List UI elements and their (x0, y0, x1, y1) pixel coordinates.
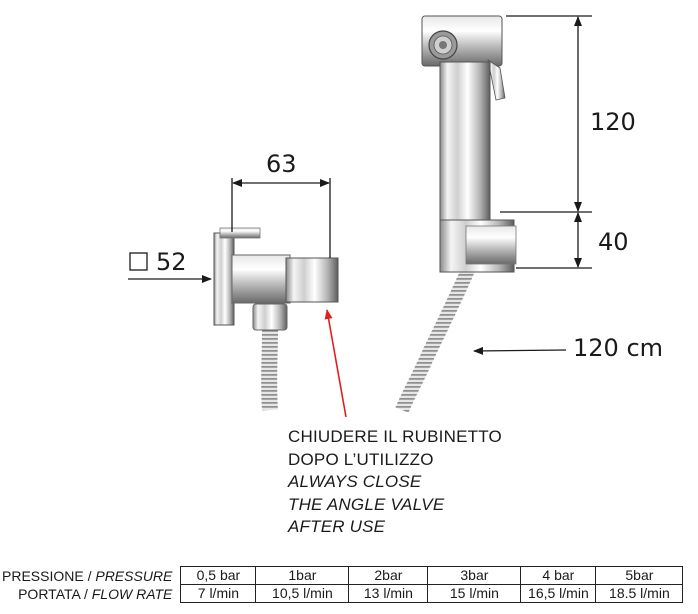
dim-52-label: 52 (156, 248, 187, 276)
flow-cell: 18.5 l/min (595, 584, 684, 603)
pressure-cell: 0,5 bar (180, 566, 257, 585)
flow-cell: 16,5 l/min (520, 584, 597, 603)
pressure-cell: 1bar (255, 566, 350, 585)
dim-63-label: 63 (266, 150, 297, 178)
shower-hose (395, 267, 475, 413)
pressure-row: PRESSIONE / PRESSURE 0,5 bar 1bar 2bar 3… (2, 566, 684, 585)
square-symbol-icon (129, 252, 148, 271)
handset-trigger (487, 59, 506, 101)
flow-cell: 13 l/min (348, 584, 429, 603)
pressure-cell: 5bar (595, 566, 684, 585)
pressure-row-label: PRESSIONE / PRESSURE (2, 567, 173, 584)
notice-line-en-1: ALWAYS CLOSE (288, 472, 422, 491)
angle-valve (213, 227, 339, 411)
flow-cell: 7 l/min (180, 584, 257, 603)
valve-handle (285, 257, 339, 303)
pressure-cell: 2bar (348, 566, 429, 585)
dim-40-label: 40 (598, 228, 629, 256)
valve-nut (252, 303, 288, 331)
flow-row-label: PORTATA / FLOW RATE (18, 585, 173, 602)
hose-length-label: 120 cm (573, 334, 663, 362)
hand-shower (395, 15, 517, 413)
pressure-cell: 3bar (427, 566, 522, 585)
flow-cell: 10,5 l/min (255, 584, 350, 603)
close-valve-pointer (324, 309, 347, 418)
valve-body (231, 254, 291, 304)
notice-line-it-1: CHIUDERE IL RUBINETTO (288, 427, 502, 446)
pressure-cell: 4 bar (520, 566, 597, 585)
notice-line-en-3: AFTER USE (288, 517, 386, 536)
valve-hose (261, 329, 278, 411)
handset-handle (439, 61, 491, 233)
dim-120-label: 120 (590, 108, 636, 136)
notice-line-it-2: DOPO L’UTILIZZO (288, 449, 434, 469)
flow-cell: 15 l/min (427, 584, 522, 603)
pressure-flow-table: PRESSIONE / PRESSURE 0,5 bar 1bar 2bar 3… (2, 566, 684, 603)
flow-row: PORTATA / FLOW RATE 7 l/min 10,5 l/min 1… (2, 584, 684, 603)
usage-notice: CHIUDERE IL RUBINETTO DOPO L’UTILIZZO AL… (288, 426, 502, 539)
valve-wall-plate (213, 232, 235, 326)
notice-line-en-2: THE ANGLE VALVE (288, 494, 445, 514)
dimension-lines (128, 15, 592, 355)
